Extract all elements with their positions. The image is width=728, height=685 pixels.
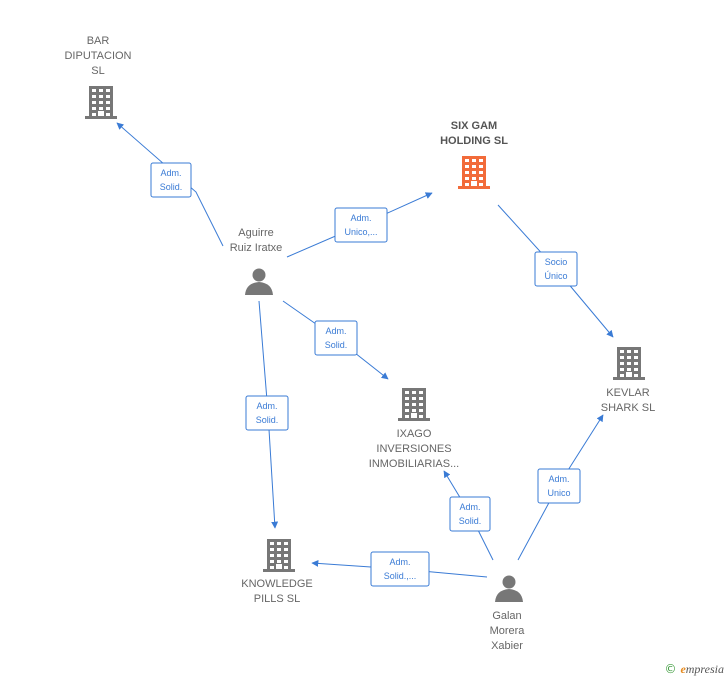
building-icon	[398, 388, 430, 421]
brand-initial: e	[680, 662, 686, 676]
edge-label-line: Adm.	[256, 401, 277, 411]
edge-label-line: Solid.	[459, 516, 482, 526]
node-label-line: Galan	[492, 610, 521, 622]
person-icon	[495, 575, 523, 602]
edge-label-line: Solid.	[256, 415, 279, 425]
edge-label-line: Adm.	[350, 213, 371, 223]
edge-label-line: Adm.	[389, 557, 410, 567]
edge-label-box	[449, 496, 491, 532]
node-ixago[interactable]: IXAGO INVERSIONES INMOBILIARIAS...	[369, 388, 459, 470]
edge-label-line: Adm.	[160, 168, 181, 178]
edge-label-line: Socio	[545, 257, 568, 267]
node-label-line: SIX GAM	[451, 120, 497, 132]
node-label-line: KNOWLEDGE	[241, 578, 313, 590]
edge-label-line: Solid.,...	[384, 571, 417, 581]
edge-label-box	[334, 207, 388, 243]
edge-label-galan-kevlar[interactable]: Adm. Unico	[537, 468, 581, 504]
edge-label-aguirre-knowledge[interactable]: Adm. Solid.	[245, 395, 289, 431]
building-icon	[85, 86, 117, 119]
node-label-line: IXAGO	[397, 428, 432, 440]
edge-label-line: Solid.	[325, 340, 348, 350]
edge-labels-layer: Adm. Solid. Adm. Unico,... Adm. Solid. Adm. Sol…	[150, 162, 581, 587]
edge-label-line: Adm.	[325, 326, 346, 336]
edge-label-galan-ixago[interactable]: Adm. Solid.	[449, 496, 491, 532]
copyright-symbol: ©	[664, 662, 677, 676]
node-label-line: Aguirre	[238, 227, 273, 239]
edge-label-line: Unico	[547, 488, 570, 498]
edge-label-box	[245, 395, 289, 431]
building-icon	[458, 156, 490, 189]
person-icon	[245, 268, 273, 295]
edge-label-line: Solid.	[160, 182, 183, 192]
edge-label-box	[314, 320, 358, 356]
edge-label-box	[370, 551, 430, 587]
edge-label-box	[534, 251, 578, 287]
node-label-line: HOLDING SL	[440, 135, 508, 147]
node-label-line: PILLS SL	[254, 593, 300, 605]
node-label-line: SL	[91, 65, 104, 77]
edge-label-line: Único	[544, 271, 567, 281]
node-label-line: INVERSIONES	[376, 443, 451, 455]
node-bar[interactable]: BAR DIPUTACION SL	[64, 35, 132, 119]
node-label-line: Xabier	[491, 640, 523, 652]
node-label-line: Ruiz Iratxe	[230, 242, 283, 254]
node-sixgam[interactable]: SIX GAM HOLDING SL	[440, 120, 508, 189]
nodes-layer: BAR DIPUTACION SL SIX GAM HOLDING SL AguirreR…	[64, 35, 655, 652]
edge-label-aguirre-sixgam[interactable]: Adm. Unico,...	[334, 207, 388, 243]
node-label-line: INMOBILIARIAS...	[369, 458, 459, 470]
edge-label-aguirre-bar[interactable]: Adm. Solid.	[150, 162, 192, 198]
edge-label-line: Unico,...	[344, 227, 377, 237]
edge-label-box	[537, 468, 581, 504]
node-knowledge[interactable]: KNOWLEDGE PILLS SL	[241, 539, 313, 605]
brand-watermark: ©empresia	[664, 662, 724, 677]
building-icon	[263, 539, 295, 572]
node-label-line: KEVLAR	[606, 387, 649, 399]
edge-label-line: Adm.	[548, 474, 569, 484]
edge-label-galan-knowledge[interactable]: Adm. Solid.,...	[370, 551, 430, 587]
edge-label-box	[150, 162, 192, 198]
node-kevlar[interactable]: KEVLAR SHARK SL	[601, 347, 655, 414]
node-label-line: SHARK SL	[601, 402, 655, 414]
edge-label-aguirre-ixago[interactable]: Adm. Solid.	[314, 320, 358, 356]
node-label-line: BAR	[87, 35, 110, 47]
node-label-line: Morera	[490, 625, 526, 637]
edge-label-line: Adm.	[459, 502, 480, 512]
node-label-line: DIPUTACION	[64, 50, 131, 62]
edge-aguirre-bar	[116, 122, 224, 247]
brand-name: mpresia	[685, 662, 724, 676]
building-icon	[613, 347, 645, 380]
